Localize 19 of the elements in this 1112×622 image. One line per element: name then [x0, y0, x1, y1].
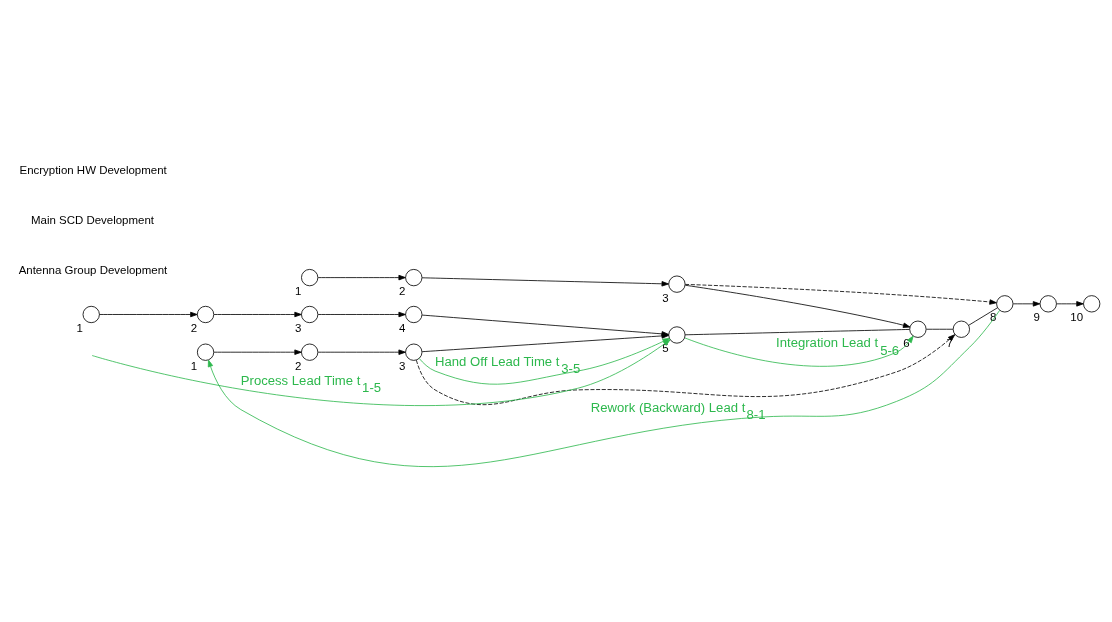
node-label: 2 [294, 359, 302, 372]
node-label: 3 [399, 359, 406, 372]
node-label: 2 [190, 321, 198, 334]
node-label: 6 [903, 336, 910, 349]
label: Main SCD Development [30, 213, 154, 226]
node-label: 8 [990, 310, 997, 323]
node-label: 10 [1070, 310, 1084, 323]
node-label: 2 [399, 284, 406, 297]
node-label: 4 [399, 321, 406, 334]
label: Antenna Group Development [18, 263, 168, 276]
node-label: 1 [190, 359, 198, 372]
node-label: 9 [1033, 310, 1040, 323]
node-label: 1 [294, 284, 302, 297]
node-label: 3 [294, 321, 302, 334]
label: Encryption HW Development [19, 163, 167, 176]
node-label: 1 [76, 321, 83, 334]
node-label: 3 [662, 291, 669, 304]
node-label: 5 [662, 341, 669, 354]
node-label: 7 [946, 336, 953, 349]
